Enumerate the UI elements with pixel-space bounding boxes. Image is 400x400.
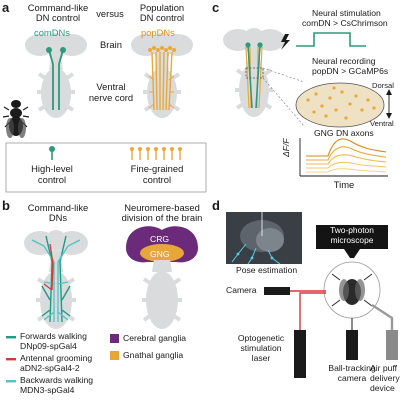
comdn-control-title-1: Command-like <box>27 2 89 13</box>
high-level-label-2: control <box>37 174 67 185</box>
legend-antennal-line1: Antennal grooming <box>20 353 93 363</box>
gng-label: GNG <box>150 249 170 259</box>
air-puff-label-2: delivery <box>370 373 400 383</box>
high-level-icon <box>49 146 55 160</box>
camera-icon <box>264 287 290 295</box>
popdn-neurons <box>148 51 175 111</box>
two-photon-label-2: microscope <box>330 235 374 245</box>
crg-label: CRG <box>150 234 170 244</box>
panel-label-d: d <box>212 198 220 213</box>
fine-grained-icon <box>130 147 182 160</box>
panel-b-title-left-1: Command-like <box>27 202 89 213</box>
two-photon-label-1: Two-photon <box>330 225 374 235</box>
air-puff-device <box>386 330 398 360</box>
optogenetic-laser <box>294 330 306 378</box>
popdn-somata <box>148 46 176 52</box>
two-photon-microscope <box>316 225 388 249</box>
air-puff-label-1: Air puff <box>370 363 398 373</box>
rec-label-1: Neural recording <box>312 56 376 66</box>
recording-field <box>295 82 385 128</box>
panel-label-a: a <box>2 0 10 15</box>
fluorescence-traces <box>306 138 387 173</box>
legend-forwards-line1: Forwards walking <box>20 331 87 341</box>
panel-c-nervous-system <box>223 28 285 117</box>
high-level-label-1: High-level <box>31 163 73 174</box>
fly-silhouette <box>2 100 30 138</box>
comdn-soma-right <box>60 47 66 53</box>
stimulation-trace <box>296 32 366 47</box>
legend-backwards-line1: Backwards walking <box>20 375 94 385</box>
comdn-neurons <box>48 49 64 110</box>
panel-b-title-right-1: Neuromere-based <box>124 202 200 213</box>
popdn-control-title-2: DN control <box>139 12 185 23</box>
panel-b-title-left-2: DNs <box>48 212 68 223</box>
pose-estimation-label: Pose estimation <box>236 265 298 275</box>
popdns-label: popDNs <box>141 27 175 38</box>
vnc-label-2: nerve cord <box>88 92 134 103</box>
legend-antennal-line2: aDN2-spGal4-2 <box>20 363 80 373</box>
panel-c-comdns <box>247 44 261 109</box>
fine-grained-label-2: control <box>142 174 172 185</box>
gng-axons-label: GNG DN axons <box>314 128 374 138</box>
comdns-label: comDNs <box>34 27 70 38</box>
air-puff-label-3: device <box>370 383 395 393</box>
comdn-control-title-2: DN control <box>35 12 81 23</box>
opto-label-2: stimulation <box>240 343 282 353</box>
stim-label-1: Neural stimulation <box>312 8 381 18</box>
legend-backwards-line2: MDN3-spGal4 <box>20 385 75 395</box>
ventral-label: Ventral <box>370 119 394 128</box>
brain-label: Brain <box>100 39 122 50</box>
ball-tracking-label-1: Ball-tracking <box>328 363 376 373</box>
legend-backwards-marker <box>6 380 16 383</box>
forwards-walking-dn <box>41 235 71 323</box>
opto-label-1: Optogenetic <box>237 333 285 343</box>
rec-label-2: popDN > GCaMP6s <box>312 66 389 76</box>
comdn-soma-left <box>46 47 52 53</box>
camera-label: Camera <box>226 285 257 295</box>
panel-b-title-right-2: division of the brain <box>121 212 203 223</box>
opto-label-3: laser <box>251 353 271 363</box>
vnc-label-1: Ventral <box>96 81 126 92</box>
legend-antennal-marker <box>6 358 16 361</box>
legend-gnathal-marker <box>110 351 119 360</box>
backwards-walking-dn <box>31 239 81 322</box>
legend-gnathal-label: Gnathal ganglia <box>123 350 184 360</box>
panel-label-c: c <box>212 0 220 15</box>
panel-label-b: b <box>2 198 10 213</box>
brain-regions <box>126 226 198 329</box>
dorsal-label: Dorsal <box>372 81 394 90</box>
legend-cerebral-marker <box>110 334 119 343</box>
legend-forwards-marker <box>6 336 16 339</box>
lightning-icon <box>281 34 290 50</box>
popdn-control-title-1: Population <box>139 2 185 13</box>
recording-axons <box>306 86 376 120</box>
legend-cerebral-label: Cerebral ganglia <box>123 333 187 343</box>
ball-tracking-label-2: camera <box>337 373 367 383</box>
versus-label: versus <box>96 8 124 19</box>
stim-label-2: comDN > CsChrimson <box>302 18 388 28</box>
imaging-region <box>245 67 264 79</box>
antennal-grooming-dn <box>43 243 54 291</box>
control-box <box>5 142 207 193</box>
time-axis-label: Time <box>333 179 355 190</box>
focused-laser-label: Focused laser <box>246 202 300 212</box>
legend-forwards-line2: DNp09-spGal4 <box>20 341 77 351</box>
fine-grained-label-1: Fine-grained <box>130 163 184 174</box>
ball-tracking-camera <box>346 330 358 360</box>
